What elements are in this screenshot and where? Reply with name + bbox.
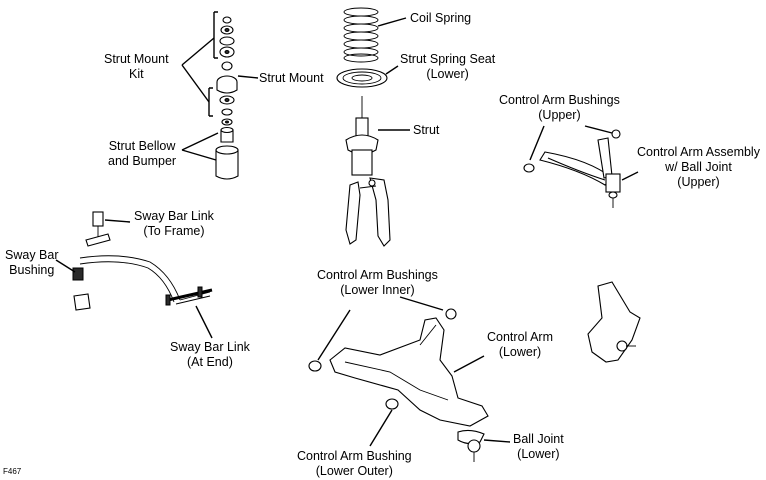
strut-mount-kit-bracket (181, 11, 259, 117)
steering-knuckle-illustration (587, 281, 641, 363)
strut-illustration (345, 96, 410, 247)
sway-bar-illustration (79, 255, 211, 305)
strut-mount-kit-illustration (216, 16, 238, 126)
lower-control-arm-illustration (308, 296, 489, 447)
label-control-arm-bushings-upper: Control Arm Bushings (Upper) (499, 93, 620, 122)
sway-bushing-illustration (55, 259, 91, 311)
label-ball-joint-lower: Ball Joint (Lower) (513, 432, 564, 461)
coil-spring-illustration (343, 7, 407, 63)
label-strut-bellow: Strut Bellow and Bumper (108, 139, 177, 168)
label-strut: Strut (413, 123, 440, 137)
label-coil-spring: Coil Spring (410, 11, 472, 25)
label-sway-bar-link-end: Sway Bar Link (At End) (170, 340, 250, 369)
label-sway-bar-bushing: Sway Bar Bushing (5, 248, 59, 277)
ball-joint-illustration (457, 429, 511, 462)
figure-id: F467 (3, 467, 22, 476)
sway-link-end-illustration (165, 286, 213, 339)
label-control-arm-assembly-upper: Control Arm Assembly w/ Ball Joint (Uppe… (637, 145, 760, 189)
label-control-arm-bushings-lower-inner: Control Arm Bushings (Lower Inner) (317, 268, 438, 297)
label-strut-mount: Strut Mount (259, 71, 324, 85)
label-control-arm-bushing-lower-outer: Control Arm Bushing (Lower Outer) (297, 449, 412, 478)
upper-control-arm-illustration (523, 125, 639, 208)
label-sway-bar-link-frame: Sway Bar Link (To Frame) (134, 209, 214, 238)
label-control-arm-lower: Control Arm (Lower) (487, 330, 553, 359)
sway-link-frame-illustration (85, 211, 131, 247)
strut-bellow-illustration (181, 126, 239, 180)
spring-seat-illustration (336, 65, 399, 88)
label-strut-mount-kit: Strut Mount Kit (104, 52, 169, 81)
label-strut-spring-seat: Strut Spring Seat (Lower) (400, 52, 496, 81)
